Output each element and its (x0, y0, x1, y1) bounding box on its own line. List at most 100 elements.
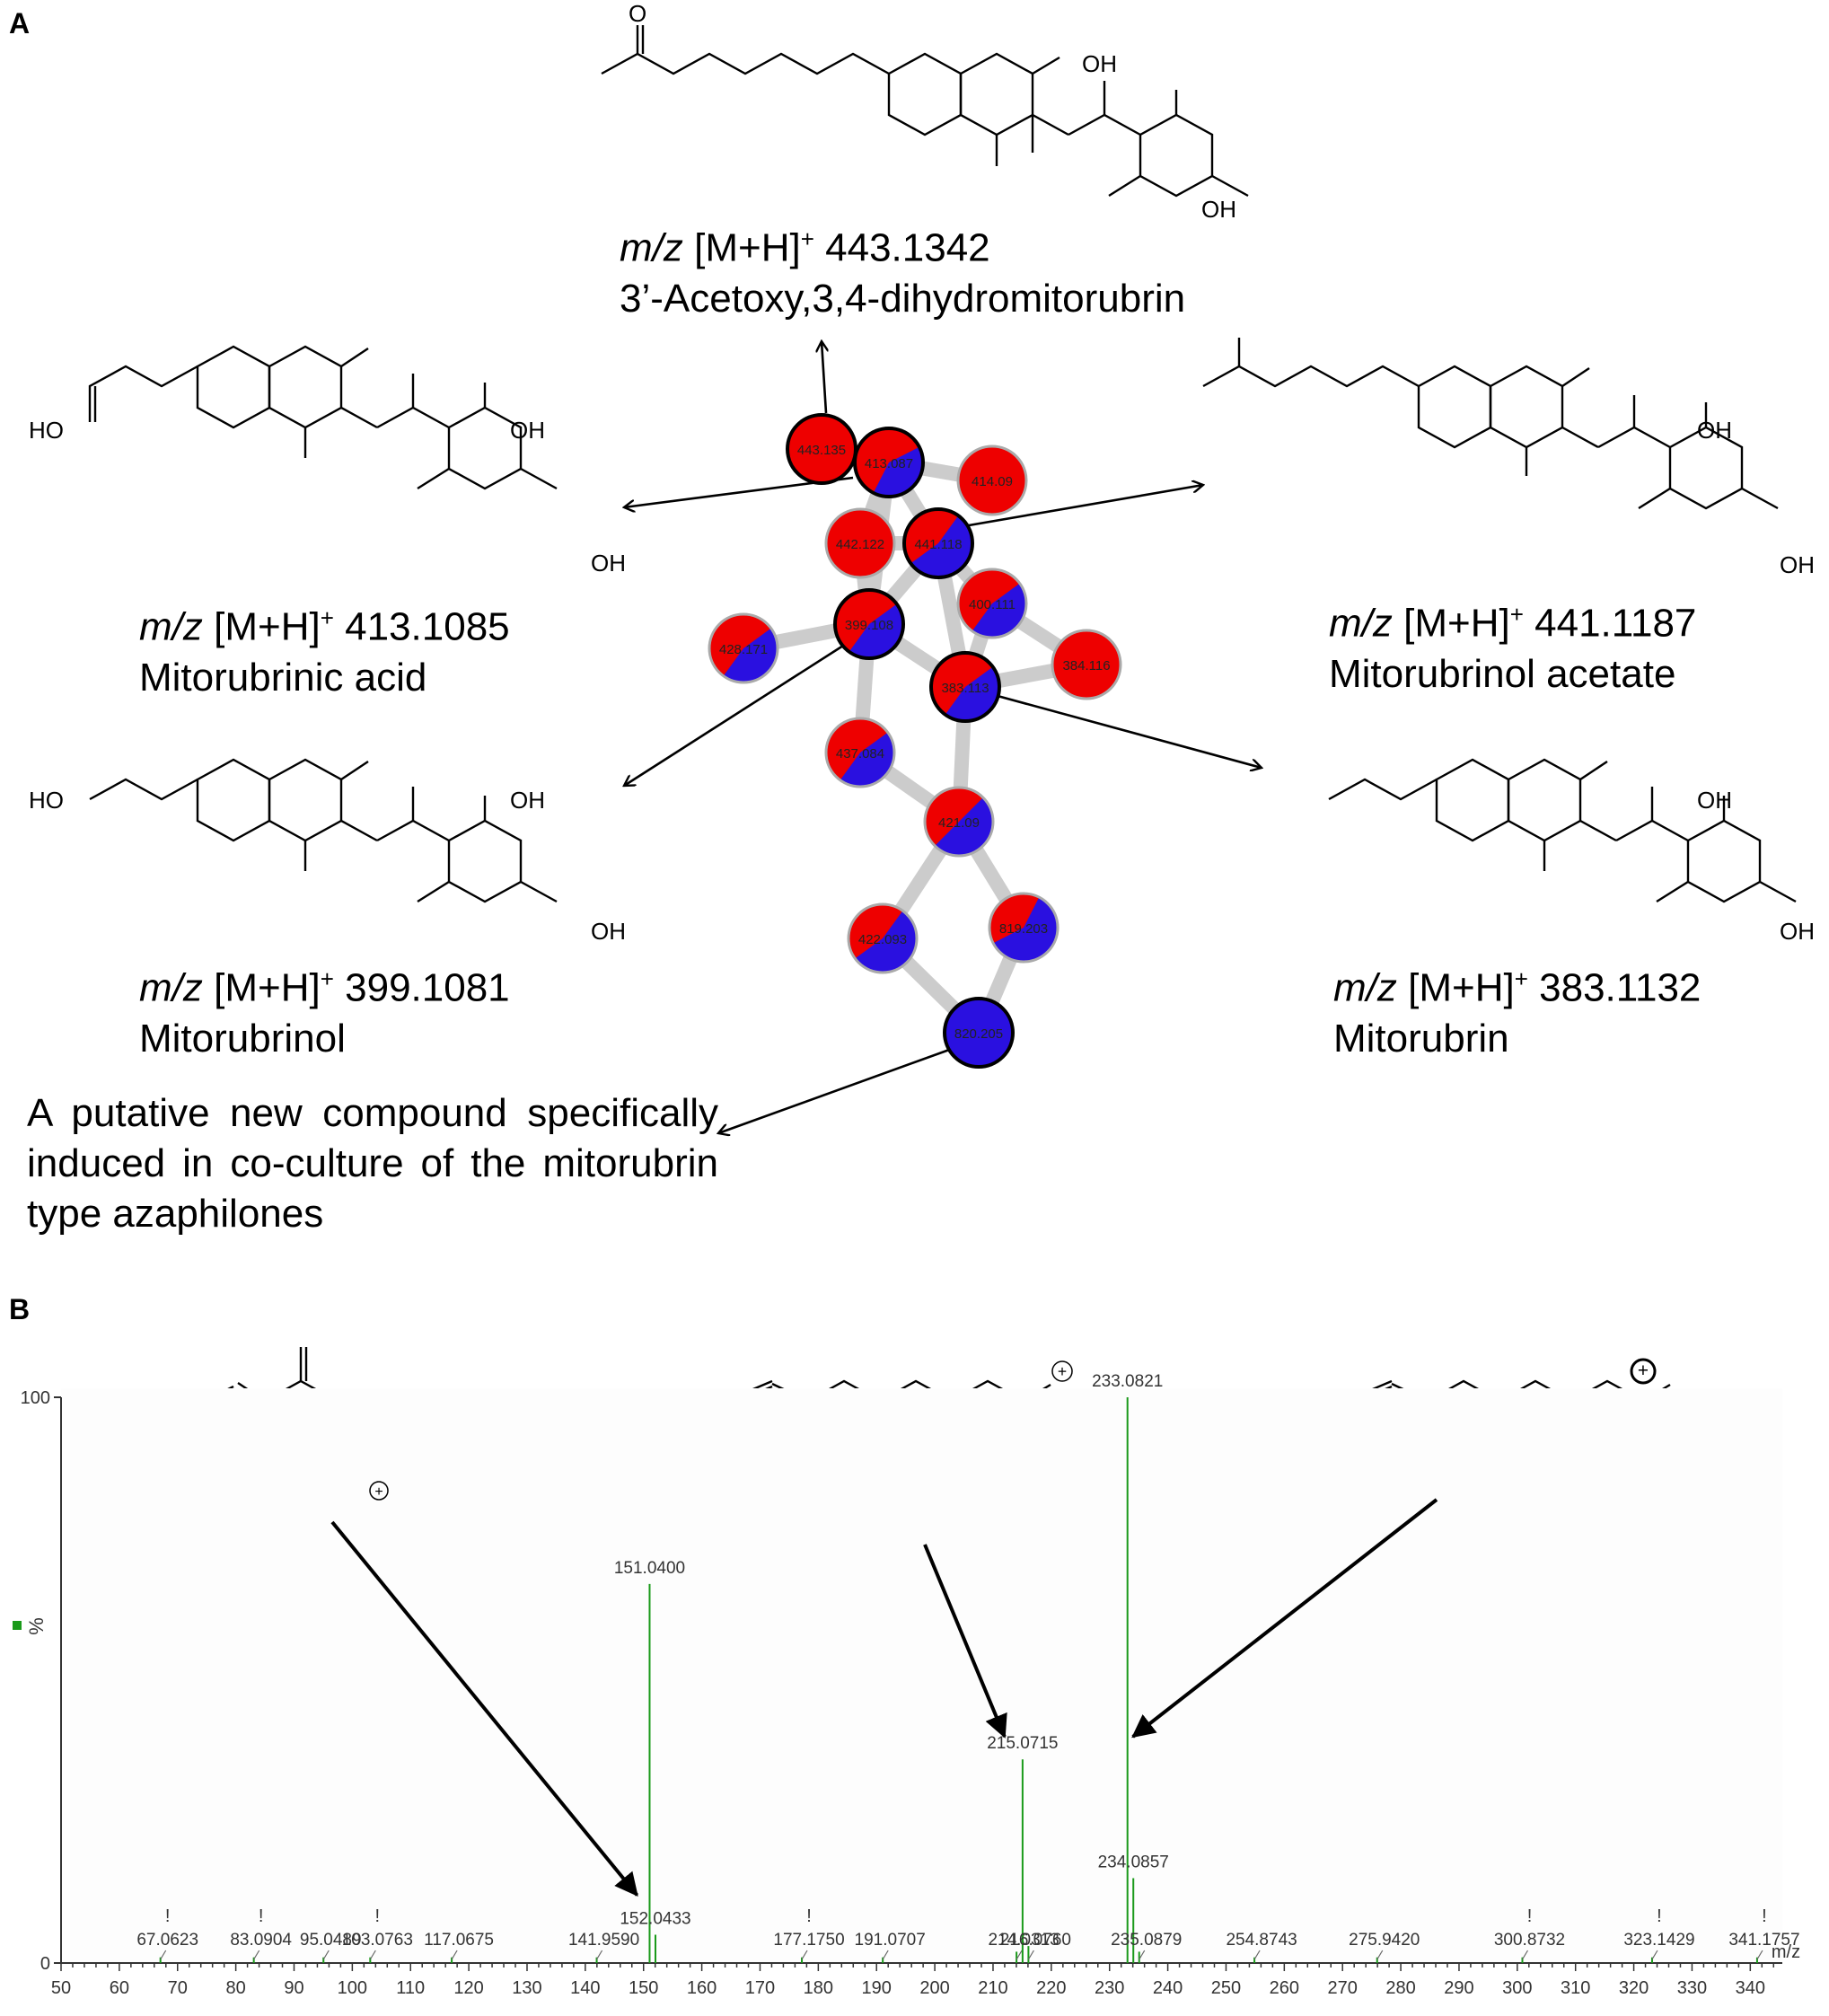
compound-name: Mitorubrinol (139, 1016, 346, 1061)
atom-label: OH (1780, 918, 1815, 945)
x-tick-label: 150 (629, 1978, 658, 1998)
x-tick-label: 140 (570, 1978, 600, 1998)
node-outline (847, 902, 919, 974)
x-tick-label: 300 (1502, 1978, 1532, 1998)
caption-383: m/z [M+H]+ 383.1132 Mitorubrin (1333, 965, 1701, 1061)
peak-label: 235.0879 (1111, 1931, 1182, 1950)
structure-383 (1328, 758, 1797, 903)
peak-leader (322, 1950, 330, 1960)
node-outline (824, 507, 896, 579)
node-red-wedge (989, 894, 1040, 944)
peak-leader (1139, 1950, 1146, 1960)
x-tick-label: 70 (168, 1978, 188, 1998)
node-outline (708, 612, 779, 684)
peak-flag: ! (1657, 1906, 1662, 1926)
x-tick-label: 160 (687, 1978, 717, 1998)
charge-plus-icon: + (369, 1481, 389, 1501)
panel-b-label: B (9, 1293, 31, 1325)
peak-label: 177.1750 (773, 1931, 844, 1950)
x-tick-label: 240 (1153, 1978, 1183, 1998)
x-tick-label: 200 (919, 1978, 949, 1998)
atom-label: OH (1697, 417, 1732, 444)
x-tick-label: 250 (1211, 1978, 1241, 1998)
x-tick-label: 220 (1036, 1978, 1066, 1998)
node-outline (824, 717, 896, 788)
y-tick-label: 0 (40, 1954, 50, 1974)
atom-label: OH (591, 918, 626, 945)
fragment-arrow (1131, 1498, 1438, 1739)
atom-label: OH (1082, 50, 1117, 77)
peak-flag: ! (1762, 1906, 1767, 1926)
node-label: 442.122 (836, 537, 884, 552)
peak-label: 216.0760 (1000, 1931, 1071, 1950)
x-tick-label: 80 (225, 1978, 245, 1998)
node-outline (956, 568, 1028, 639)
peak-label: 151.0400 (614, 1559, 685, 1578)
node-red-wedge (826, 718, 888, 780)
peak-leader (160, 1950, 167, 1960)
panel-a-label: A (9, 7, 31, 40)
peak-label: 95.0489 (300, 1931, 362, 1950)
network-node: 443.135 (786, 413, 857, 485)
x-tick-label: 230 (1095, 1978, 1124, 1998)
network-node: 399.108 (833, 588, 905, 660)
compound-name: Mitorubrinic acid (139, 655, 427, 700)
node-label: 399.108 (845, 618, 893, 633)
peak-leader (1376, 1950, 1384, 1960)
atom-label: OH (1697, 787, 1732, 814)
peak-flag: ! (165, 1906, 171, 1926)
peak-leader (1253, 1950, 1261, 1960)
peak-leader (253, 1950, 260, 1960)
structure-399 (89, 758, 558, 903)
peak-leader (1651, 1950, 1658, 1960)
x-tick-label: 280 (1385, 1978, 1415, 1998)
x-tick-label: 130 (512, 1978, 541, 1998)
x-tick-label: 270 (1328, 1978, 1358, 1998)
x-tick-label: 170 (745, 1978, 775, 1998)
peak-flag: ! (259, 1906, 264, 1926)
network-node: 422.093 (847, 902, 919, 974)
arrow-to-new-compound (718, 1047, 953, 1133)
peak-label: 152.0433 (620, 1910, 690, 1929)
x-tick-label: 340 (1736, 1978, 1765, 1998)
x-tick-label: 320 (1619, 1978, 1649, 1998)
plot-area (61, 1388, 1782, 1963)
x-tick-label: 210 (978, 1978, 1007, 1998)
network-node: 820.205 (943, 997, 1015, 1069)
structure-443 (601, 25, 1249, 198)
network-node: 428.171 (708, 612, 779, 684)
node-red-wedge (904, 509, 959, 564)
peak-label: 215.0715 (987, 1734, 1058, 1753)
node-outline (929, 651, 1001, 723)
caption-441: m/z [M+H]+ 441.1187 Mitorubrinol acetate (1329, 601, 1697, 696)
network-node: 442.122 (824, 507, 896, 579)
peak-leader (1027, 1950, 1034, 1960)
node-label: 819.203 (999, 921, 1048, 937)
network-arrows (624, 341, 1262, 1133)
node-red-wedge (855, 428, 919, 493)
peak-label: 117.0675 (424, 1931, 494, 1950)
svg-text:+: + (1058, 1362, 1067, 1380)
node-label: 383.113 (941, 681, 989, 696)
atom-label: OH (591, 550, 626, 577)
node-outline (833, 588, 905, 660)
network-node: 421.09 (923, 786, 995, 858)
node-red-wedge (849, 904, 903, 959)
peak-label: 234.0857 (1098, 1853, 1169, 1872)
atom-label: OH (1201, 196, 1236, 223)
node-label: 414.09 (972, 474, 1013, 489)
x-tick-label: 190 (862, 1978, 892, 1998)
node-red-wedge (925, 788, 983, 846)
peak-label: 214.0313 (988, 1931, 1059, 1950)
network-node: 414.09 (956, 445, 1028, 516)
node-label: 384.116 (1062, 658, 1110, 673)
atom-label: OH (510, 787, 545, 814)
x-tick-label: 50 (51, 1978, 71, 1998)
arrow-to-399 (624, 638, 854, 786)
x-tick-label: 180 (804, 1978, 833, 1998)
atom-label: HO (29, 787, 64, 814)
node-label: 437.084 (836, 746, 884, 762)
node-red-fill (1052, 630, 1121, 699)
network-node: 383.113 (929, 651, 1001, 723)
